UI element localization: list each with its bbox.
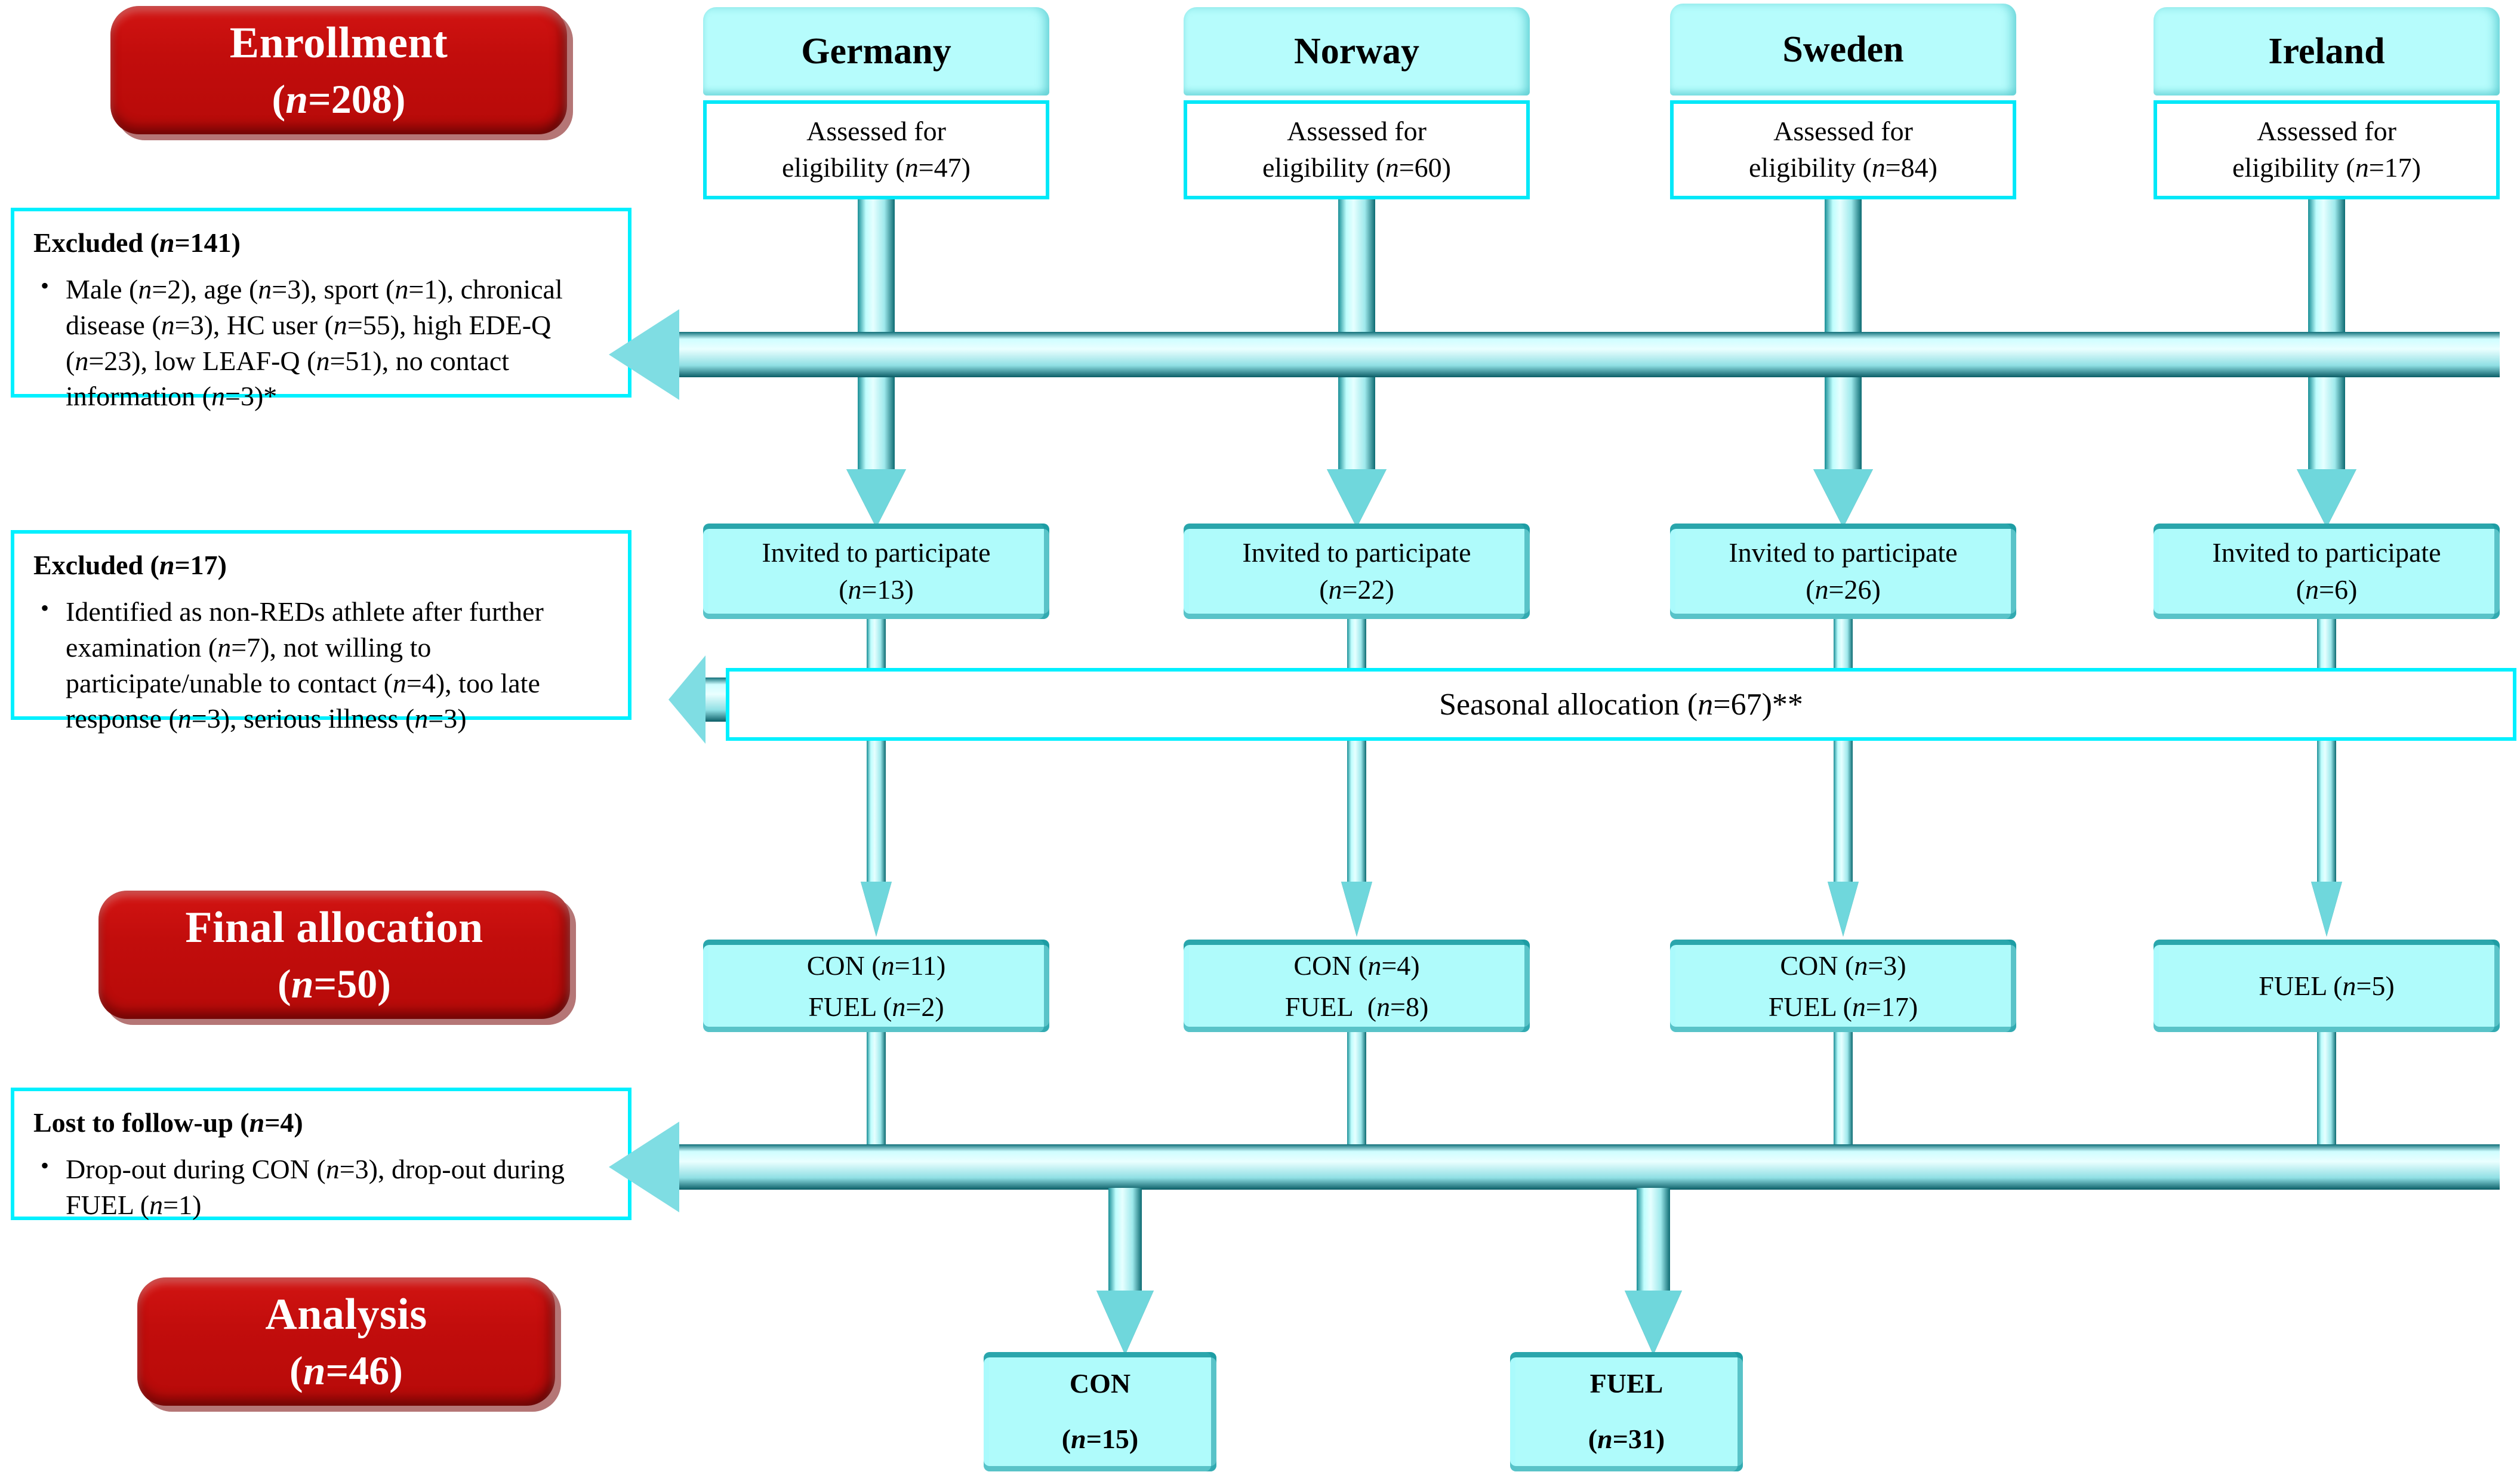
invited-text: Invited to participate: [1729, 537, 1958, 568]
lost-to-followup-box: Lost to follow-up (n=4) Drop-out during …: [11, 1088, 631, 1220]
analysis-label: Analysis: [265, 1289, 427, 1339]
country-label: Ireland: [2268, 30, 2385, 72]
excluded-17-box: Excluded (n=17) Identified as non-REDs a…: [11, 530, 631, 734]
allocation-box-norway: CON (n=4) FUEL (n=8): [1184, 940, 1530, 1032]
invited-count: (n=13): [839, 574, 914, 605]
allocation-box-germany: CON (n=11) FUEL (n=2): [703, 940, 1049, 1032]
connector-sweden-allocation: [1828, 1032, 1858, 1166]
country-header-germany: Germany: [703, 7, 1049, 96]
invited-count: (n=22): [1319, 574, 1394, 605]
lost-to-followup-list: Drop-out during CON (n=3), drop-out duri…: [32, 1150, 610, 1223]
list-item: Identified as non-REDs athlete after fur…: [32, 593, 610, 737]
arrow-down-final-con: [1095, 1188, 1155, 1355]
allocation-fuel: FUEL (n=5): [2259, 971, 2395, 1001]
seasonal-allocation-text: Seasonal allocation (n=67)**: [1439, 687, 1803, 722]
excluded-17-heading: Excluded (n=17): [33, 550, 227, 580]
invited-text: Invited to participate: [2212, 537, 2441, 568]
connector-norway-allocation: [1342, 1032, 1372, 1166]
arrow-down-germany-invited: [861, 619, 892, 937]
invited-box-germany: Invited to participate (n=13): [703, 524, 1049, 619]
enrollment-label: Enrollment: [229, 18, 448, 67]
final-box-con: CON (n=15): [984, 1352, 1216, 1471]
excluded-141-list: Male (n=2), age (n=3), sport (n=1), chro…: [32, 270, 610, 414]
excluded-17-list: Identified as non-REDs athlete after fur…: [32, 593, 610, 737]
connector-germany-allocation: [861, 1032, 891, 1166]
country-header-sweden: Sweden: [1670, 4, 2016, 96]
analysis-count: (n=46): [289, 1347, 403, 1393]
arrow-down-ireland-invited: [2311, 619, 2342, 937]
arrow-left-excluded-141: [609, 309, 2500, 400]
stage-box-final-allocation: Final allocation (n=50): [98, 891, 570, 1019]
final-box-fuel: FUEL (n=31): [1510, 1352, 1743, 1471]
final-con-count: (n=15): [1061, 1424, 1139, 1454]
allocation-con: CON (n=11): [806, 950, 946, 981]
final-allocation-count: (n=50): [278, 960, 391, 1006]
country-label: Germany: [801, 30, 951, 72]
seasonal-allocation-box: Seasonal allocation (n=67)**: [726, 668, 2516, 741]
connector-ireland-allocation: [2312, 1032, 2342, 1166]
invited-text: Invited to participate: [1242, 537, 1471, 568]
country-label: Sweden: [1782, 29, 1904, 70]
invited-box-norway: Invited to participate (n=22): [1184, 524, 1530, 619]
final-allocation-label: Final allocation: [185, 903, 483, 952]
final-con-label: CON: [1069, 1368, 1131, 1399]
arrow-left-lost-to-followup: [609, 1122, 2500, 1212]
invited-box-sweden: Invited to participate (n=26): [1670, 524, 2016, 619]
lost-to-followup-heading: Lost to follow-up (n=4): [33, 1107, 303, 1138]
stage-box-analysis: Analysis (n=46): [137, 1277, 555, 1406]
invited-count: (n=6): [2296, 574, 2358, 605]
invited-box-ireland: Invited to participate (n=6): [2154, 524, 2500, 619]
arrow-down-final-fuel: [1623, 1188, 1683, 1355]
allocation-con: CON (n=4): [1293, 950, 1420, 981]
stage-box-enrollment: Enrollment (n=208): [110, 6, 567, 134]
allocation-fuel: FUEL (n=8): [1284, 991, 1429, 1022]
arrow-down-sweden-invited: [1828, 619, 1859, 937]
arrow-down-norway-invited: [1341, 619, 1372, 937]
excluded-141-heading: Excluded (n=141): [33, 227, 241, 258]
allocation-fuel: FUEL (n=17): [1768, 991, 1918, 1022]
list-item: Male (n=2), age (n=3), sport (n=1), chro…: [32, 270, 610, 414]
allocation-con: CON (n=3): [1780, 950, 1906, 981]
invited-text: Invited to participate: [762, 537, 991, 568]
excluded-141-box: Excluded (n=141) Male (n=2), age (n=3), …: [11, 208, 631, 411]
country-header-norway: Norway: [1184, 7, 1530, 96]
allocation-box-ireland: FUEL (n=5): [2154, 940, 2500, 1032]
final-fuel-label: FUEL: [1589, 1368, 1663, 1399]
enrollment-count: (n=208): [272, 76, 406, 122]
allocation-box-sweden: CON (n=3) FUEL (n=17): [1670, 940, 2016, 1032]
final-fuel-count: (n=31): [1588, 1424, 1665, 1454]
invited-count: (n=26): [1806, 574, 1881, 605]
list-item: Drop-out during CON (n=3), drop-out duri…: [32, 1150, 610, 1223]
allocation-fuel: FUEL (n=2): [808, 991, 944, 1022]
country-label: Norway: [1293, 30, 1420, 72]
country-header-ireland: Ireland: [2154, 7, 2500, 96]
